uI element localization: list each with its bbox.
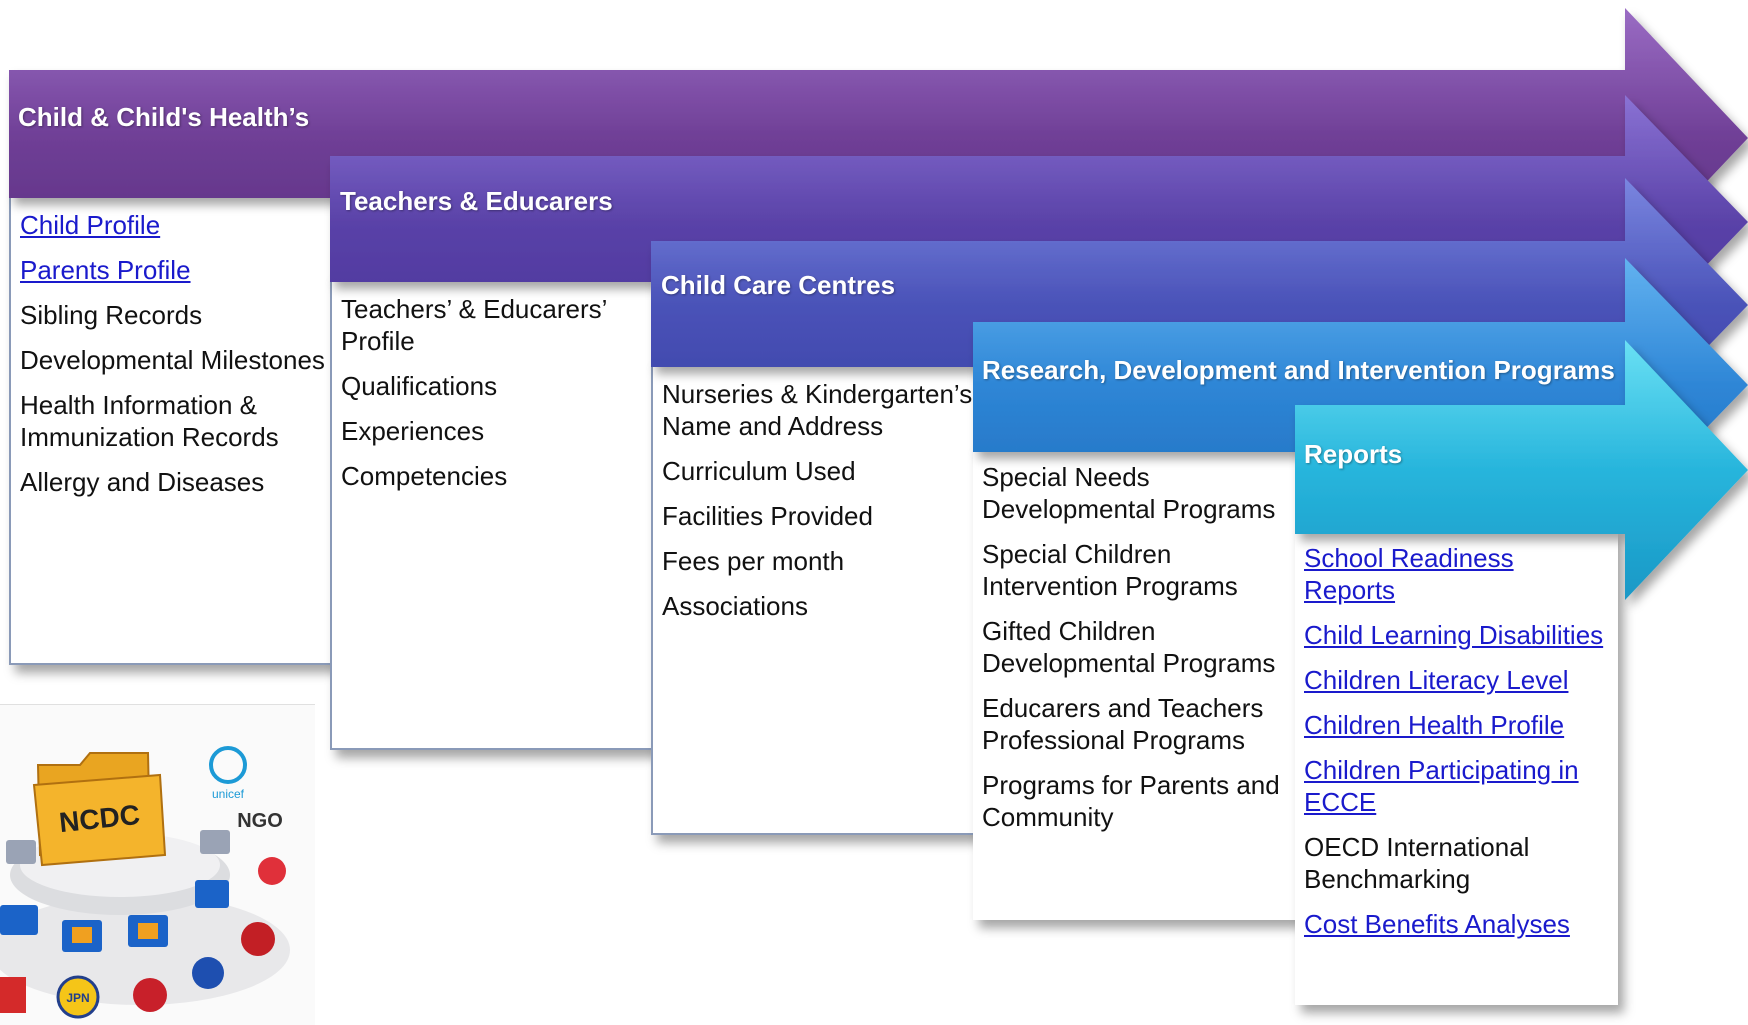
- arrow-child-health: [9, 8, 1748, 268]
- column-list-item: Facilities Provided: [662, 501, 873, 531]
- column-link-item[interactable]: Cost Benefits Analyses: [1304, 909, 1570, 939]
- column-link-item[interactable]: Children Participating in ECCE: [1304, 755, 1579, 817]
- column-list-item: Health Information & Immunization Record…: [20, 390, 279, 452]
- column-list-item: Competencies: [341, 461, 508, 491]
- column-list-item: Experiences: [341, 416, 485, 446]
- ncdc-network-illustration: NCDC unicef NGO JPN: [0, 746, 290, 1019]
- laptop-icons: [0, 830, 230, 952]
- column-items-child-care-centres: Nurseries & Kindergarten’s Name and Addr…: [662, 378, 977, 635]
- column-list-item: Allergy and Diseases: [20, 467, 265, 497]
- column-link-item[interactable]: Children Literacy Level: [1304, 665, 1569, 695]
- column-link-item[interactable]: Child Learning Disabilities: [1304, 620, 1604, 650]
- ncdc-network-logo: NCDC unicef NGO JPN: [0, 704, 315, 1025]
- column-list-item: Developmental Milestones: [20, 345, 325, 375]
- column-list-item: Fees per month: [662, 546, 845, 576]
- partner-badge-icon: [0, 977, 26, 1013]
- column-list-item: Curriculum Used: [662, 456, 856, 486]
- column-list-item: Gifted Children Developmental Programs: [982, 616, 1276, 678]
- band-title-reports: Reports: [1304, 439, 1403, 469]
- partner-crest-icon: [192, 957, 224, 989]
- partner-emblem-icon: [241, 922, 275, 956]
- unicef-logo-icon: unicef: [209, 746, 247, 801]
- partner-heart-icon: [258, 857, 286, 885]
- logo-jpn-label: JPN: [66, 991, 89, 1005]
- column-list-item: Sibling Records: [20, 300, 203, 330]
- band-title-research: Research, Development and Intervention P…: [982, 355, 1615, 385]
- column-link-item[interactable]: School Readiness Reports: [1304, 543, 1514, 605]
- partner-seal-icon: [133, 978, 167, 1012]
- column-list-item: Nurseries & Kindergarten’s Name and Addr…: [662, 379, 973, 441]
- column-list-item: Associations: [662, 591, 808, 621]
- jpn-logo-icon: JPN: [56, 975, 100, 1019]
- column-box-child-care-centres: Nurseries & Kindergarten’s Name and Addr…: [651, 360, 981, 835]
- column-list-item: Teachers’ & Educarers’ Profile: [341, 294, 607, 356]
- column-list-item: Qualifications: [341, 371, 498, 401]
- column-list-item: Programs for Parents and Community: [982, 770, 1280, 832]
- column-list-item: OECD International Benchmarking: [1304, 832, 1530, 894]
- arrow-reports: [1295, 340, 1748, 600]
- column-list-item: Special Children Intervention Programs: [982, 539, 1238, 601]
- arrow-teachers: [330, 95, 1748, 350]
- arrow-child-care-centres: [651, 178, 1748, 432]
- folder-icon: NCDC: [32, 752, 167, 867]
- band-title-child-care-centres: Child Care Centres: [661, 270, 896, 300]
- band-title-child-health: Child & Child's Health’s: [18, 102, 310, 132]
- column-link-item[interactable]: Parents Profile: [20, 255, 191, 285]
- band-title-teachers: Teachers & Educarers: [340, 186, 613, 216]
- logo-ngo-label: NGO: [237, 810, 283, 832]
- column-list-item: Special Needs Developmental Programs: [982, 462, 1276, 524]
- column-list-item: Educarers and Teachers Professional Prog…: [982, 693, 1264, 755]
- column-link-item[interactable]: Child Profile: [20, 210, 161, 240]
- logo-unicef-label: unicef: [212, 787, 245, 801]
- column-link-item[interactable]: Children Health Profile: [1304, 710, 1565, 740]
